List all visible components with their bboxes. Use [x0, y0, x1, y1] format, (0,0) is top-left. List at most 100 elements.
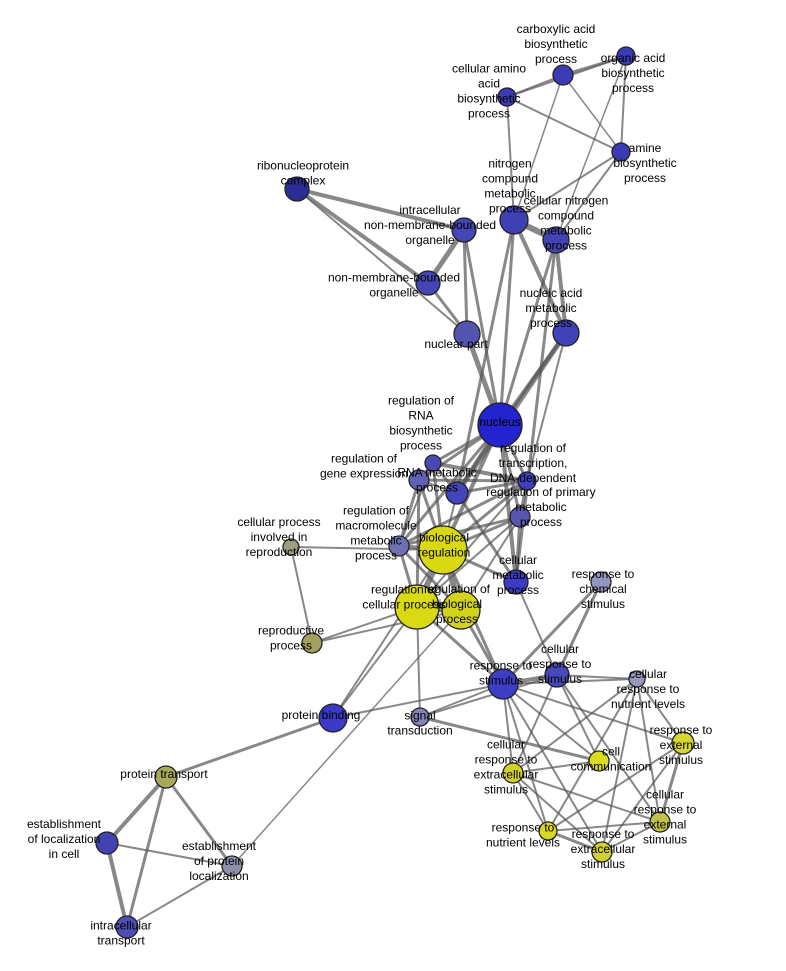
node-protein_transport[interactable] — [154, 765, 178, 789]
edge-repro_involved--reproductive[interactable] — [290, 546, 313, 644]
edge-cell_resp_nutrient--cell_resp_extracellular[interactable] — [512, 678, 638, 774]
node-cellular_amino[interactable] — [497, 87, 517, 107]
edge-response_stimulus--cell_communication[interactable] — [502, 683, 600, 762]
edge-protein_transport--intracellular_transport[interactable] — [125, 775, 168, 929]
edge-intracellular_org--nucleus[interactable] — [462, 228, 502, 427]
edge-cell_resp_nutrient--cell_resp_external[interactable] — [636, 678, 661, 823]
edge-intracellular_org--nuclear_part[interactable] — [462, 228, 469, 336]
edge-cellular_nitrogen--nucleus[interactable] — [498, 238, 558, 427]
node-cellular_response[interactable] — [544, 662, 570, 688]
node-nmb_organelle[interactable] — [415, 270, 441, 296]
edge-cellular_amino--amine[interactable] — [506, 96, 622, 153]
edge-reg_primary--reg_macromolecule[interactable] — [397, 515, 522, 548]
edge-protein_binding--reg_cellular[interactable] — [332, 606, 418, 719]
edge-response_stimulus--cell_resp_nutrient[interactable] — [502, 678, 638, 685]
edge-ribonucleoprotein--nuclear_part[interactable] — [296, 188, 468, 335]
node-biological_regulation[interactable] — [418, 525, 468, 575]
edge-protein_binding--protein_transport[interactable] — [164, 716, 335, 779]
node-nuclear_part[interactable] — [453, 320, 481, 348]
edge-est_loc_cell--intracellular_transport[interactable] — [105, 841, 129, 929]
node-est_loc_cell[interactable] — [95, 831, 119, 855]
node-est_protein_loc[interactable] — [221, 855, 243, 877]
edge-organic--amine[interactable] — [620, 55, 627, 153]
node-intracellular_org[interactable] — [451, 217, 477, 243]
edge-protein_transport--est_loc_cell[interactable] — [105, 775, 168, 845]
node-cellular_nitrogen[interactable] — [542, 226, 570, 254]
edge-cell_resp_extracellular--response_extracellular[interactable] — [512, 772, 603, 853]
node-reg_gene_expr[interactable] — [408, 469, 430, 491]
node-response_extracellular[interactable] — [591, 841, 613, 863]
edge-ribonucleoprotein--nmb_organelle[interactable] — [295, 187, 430, 285]
edge-cellular_response--cell_resp_nutrient[interactable] — [556, 674, 638, 680]
node-nucleic_acid[interactable] — [552, 319, 580, 347]
node-response_stimulus[interactable] — [487, 668, 519, 700]
node-cell_resp_extracellular[interactable] — [502, 762, 524, 784]
node-cell_resp_external[interactable] — [649, 811, 671, 833]
edge-response_external--response_extracellular[interactable] — [601, 742, 684, 853]
node-organic[interactable] — [616, 46, 636, 66]
edge-est_loc_cell--est_protein_loc[interactable] — [106, 842, 233, 867]
edge-protein_binding--biological_regulation[interactable] — [332, 549, 444, 719]
edge-cell_resp_nutrient--response_extracellular[interactable] — [601, 678, 638, 853]
node-reg_biological[interactable] — [441, 590, 481, 630]
node-reg_rna_bio[interactable] — [424, 454, 442, 472]
node-signal_transduction[interactable] — [410, 707, 430, 727]
edge-cell_resp_nutrient--response_external[interactable] — [636, 678, 684, 744]
edge-reg_transcription--reg_gene_expr[interactable] — [417, 478, 529, 483]
edge-reg_rna_bio--reg_transcription[interactable] — [431, 461, 529, 483]
edge-protein_transport--est_protein_loc[interactable] — [164, 775, 234, 868]
edge-est_protein_loc--intracellular_transport[interactable] — [126, 865, 233, 928]
edge-cellular_nitrogen--nucleic_acid[interactable] — [554, 238, 568, 335]
edge-cellular_metabolic--cellular_response[interactable] — [515, 581, 558, 676]
edge-nitrogen--nucleus[interactable] — [498, 218, 516, 427]
edge-response_stimulus--response_nutrient[interactable] — [502, 683, 549, 832]
node-intracellular_transport[interactable] — [115, 915, 139, 939]
edge-response_stimulus--response_chemical[interactable] — [501, 580, 603, 686]
node-rna_metabolic[interactable] — [445, 481, 469, 505]
node-cell_resp_nutrient[interactable] — [628, 670, 646, 688]
edge-nucleic_acid--reg_transcription[interactable] — [526, 332, 567, 482]
edge-cell_communication--cell_resp_extracellular[interactable] — [512, 760, 600, 774]
edge-nitrogen--nucleic_acid[interactable] — [512, 218, 568, 335]
edge-cellular_response--cell_communication[interactable] — [556, 674, 600, 762]
node-cellular_metabolic[interactable] — [503, 569, 529, 595]
edge-response_extracellular--cell_resp_external[interactable] — [601, 821, 661, 853]
edge-cellular_nitrogen--cellular_metabolic[interactable] — [514, 238, 558, 584]
node-nucleus[interactable] — [477, 402, 523, 448]
node-response_nutrient[interactable] — [538, 821, 558, 841]
edge-reg_transcription--rna_metabolic[interactable] — [455, 479, 529, 495]
edge-carboxylic--amine[interactable] — [562, 74, 622, 153]
node-response_external[interactable] — [671, 731, 695, 755]
edge-organic--cellular_nitrogen[interactable] — [555, 55, 627, 241]
edge-ribonucleoprotein--intracellular_org[interactable] — [295, 187, 466, 232]
node-reg_cellular[interactable] — [394, 584, 440, 630]
edge-est_protein_loc--reg_biological[interactable] — [231, 609, 462, 867]
edge-cell_resp_extracellular--response_nutrient[interactable] — [512, 772, 549, 832]
edge-cellular_response--cell_resp_extracellular[interactable] — [512, 674, 558, 774]
edge-cellular_response--response_chemical[interactable] — [555, 580, 603, 677]
node-reg_transcription[interactable] — [517, 471, 537, 491]
node-carboxylic[interactable] — [552, 64, 574, 86]
edge-reg_transcription--reg_macromolecule[interactable] — [397, 479, 529, 548]
node-repro_involved[interactable] — [282, 538, 300, 556]
node-reproductive[interactable] — [301, 632, 323, 654]
edge-carboxylic--nitrogen[interactable] — [513, 74, 564, 221]
edge-response_external--cell_resp_external[interactable] — [658, 741, 685, 824]
edge-amine--nitrogen[interactable] — [513, 151, 622, 221]
edge-cell_resp_extracellular--cell_resp_external[interactable] — [512, 772, 661, 823]
edge-protein_binding--response_stimulus[interactable] — [332, 683, 504, 719]
edge-amine--cellular_nitrogen[interactable] — [555, 151, 622, 241]
edge-response_external--response_nutrient[interactable] — [547, 742, 684, 832]
edge-response_nutrient--cell_resp_external[interactable] — [547, 821, 661, 832]
node-reg_primary[interactable] — [509, 506, 531, 528]
node-ribonucleoprotein[interactable] — [284, 176, 310, 202]
edge-cellular_amino--nitrogen[interactable] — [506, 96, 515, 221]
node-cell_communication[interactable] — [588, 750, 610, 772]
edge-rna_metabolic--cellular_metabolic[interactable] — [455, 491, 518, 584]
node-amine[interactable] — [611, 142, 631, 162]
edge-reg_transcription--reg_cellular[interactable] — [416, 480, 528, 608]
edge-reg_gene_expr--reg_macromolecule[interactable] — [397, 478, 421, 548]
node-nitrogen[interactable] — [499, 205, 529, 235]
node-response_chemical[interactable] — [590, 571, 612, 593]
